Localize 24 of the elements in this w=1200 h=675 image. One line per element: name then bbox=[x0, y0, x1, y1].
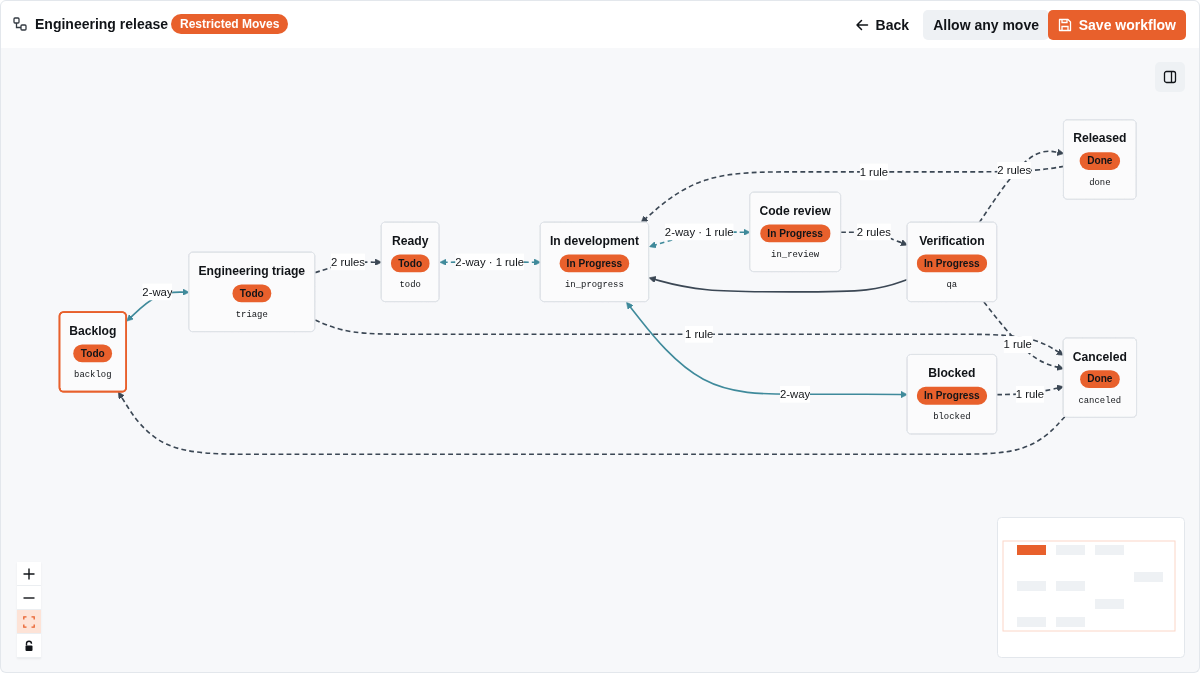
edge-label: 2 rules bbox=[997, 163, 1032, 177]
edge-label: 2-way · 1 rule bbox=[455, 255, 524, 268]
node-text: Canceled Done canceled bbox=[1072, 349, 1127, 406]
allow-any-move-button: Allow any move bbox=[923, 10, 1049, 40]
edge-label: 2 rules bbox=[856, 225, 891, 238]
save-button: Save workflow bbox=[1047, 10, 1186, 40]
back-button: Back bbox=[844, 10, 919, 40]
node-text: Released Done done bbox=[1073, 131, 1127, 188]
mode-badge: Restricted Moves bbox=[171, 14, 289, 34]
edge-label: 2-way · 1 rule bbox=[664, 225, 734, 238]
edge-label: 1 rule bbox=[859, 165, 889, 178]
workflow-title: Engineering release bbox=[35, 16, 169, 32]
edge-label: 1 rule bbox=[685, 327, 714, 341]
edge-label: 1 rule bbox=[1003, 337, 1032, 351]
node-text: In development In Progress in_progress bbox=[549, 233, 639, 290]
edge-label: 2-way bbox=[142, 285, 173, 298]
node-text: Code review In Progress in_review bbox=[759, 203, 831, 260]
edge-label: 1 rule bbox=[1015, 387, 1045, 401]
edge-label: 2 rules bbox=[330, 255, 365, 268]
node-text: Verification In Progress qa bbox=[919, 233, 985, 290]
node-text: Ready Todo todo bbox=[391, 233, 429, 290]
node-text: Blocked In Progress blocked bbox=[924, 365, 980, 422]
node-text: Engineering triage Todo triage bbox=[198, 263, 306, 320]
edge-label: 2-way bbox=[780, 387, 811, 401]
